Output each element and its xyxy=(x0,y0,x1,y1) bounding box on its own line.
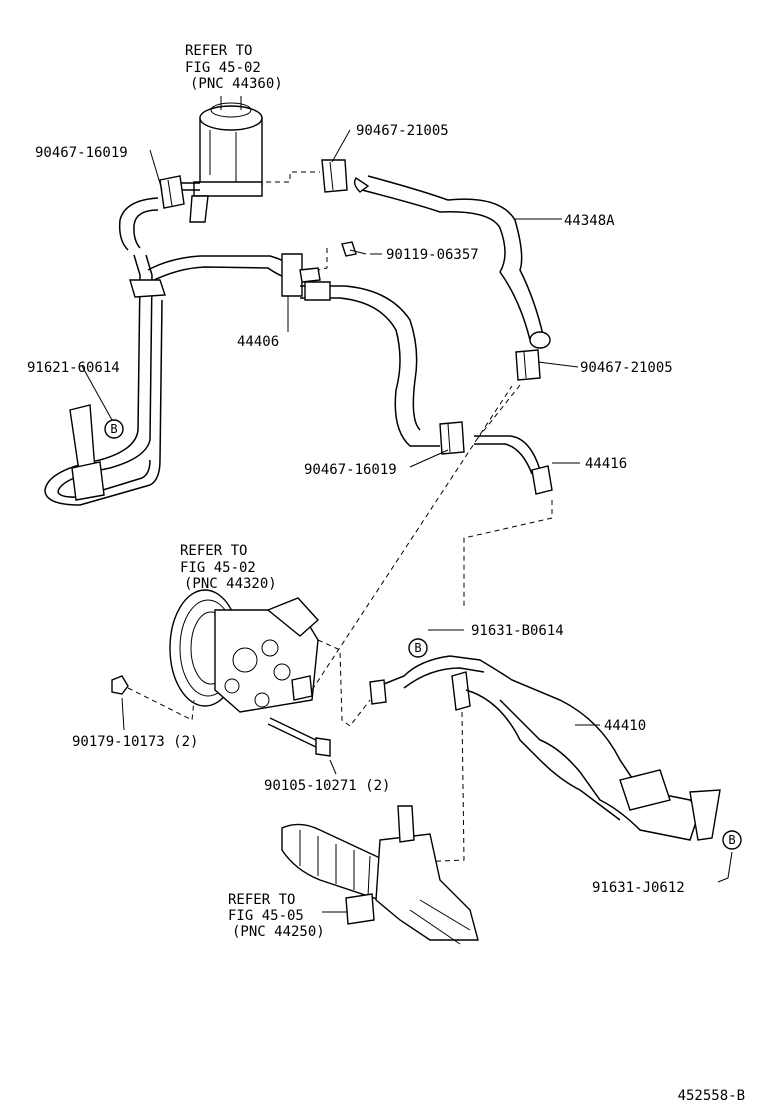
part-91621-60614: 91621-60614 xyxy=(27,360,120,376)
part-44348a: 44348A xyxy=(564,213,615,229)
leader-lines xyxy=(81,129,733,913)
nut-pump-illustration xyxy=(111,675,129,695)
ref-pump-line3: (PNC 44320) xyxy=(184,576,277,592)
leader-pump-pressure xyxy=(317,639,371,727)
leader-bolt-top xyxy=(317,248,328,271)
leader-pump-return xyxy=(311,385,513,691)
leader-44416 xyxy=(463,500,553,610)
part-90467-16019-top: 90467-16019 xyxy=(35,145,128,161)
hose-44348a-illustration xyxy=(353,175,551,349)
steering-gear-illustration xyxy=(281,805,479,945)
bolt-top-illustration xyxy=(341,241,367,257)
part-90179-10173: 90179-10173 (2) xyxy=(72,734,198,750)
diagram-code: 452558-B xyxy=(678,1088,745,1104)
part-90467-21005-mid: 90467-21005 xyxy=(580,360,673,376)
callout-b-left: B xyxy=(104,419,124,439)
clamp-top-right-illustration xyxy=(321,159,348,193)
part-91631-b0614: 91631-B0614 xyxy=(471,623,564,639)
ref-gear-line3: (PNC 44250) xyxy=(232,924,325,940)
tube-assembly-left xyxy=(44,197,440,506)
part-91631-j0612: 91631-J0612 xyxy=(592,880,685,896)
svg-text:B: B xyxy=(110,422,117,436)
leader-reservoir-clamp xyxy=(266,171,320,183)
svg-text:B: B xyxy=(414,641,421,655)
part-44416: 44416 xyxy=(585,456,627,472)
reservoir-illustration xyxy=(180,96,263,223)
part-90105-10271: 90105-10271 (2) xyxy=(264,778,390,794)
pump-reference: REFER TO FIG 45-02 (PNC 44320) xyxy=(180,543,277,592)
tube-44416-illustration xyxy=(474,435,553,495)
ref-reservoir-line3: (PNC 44360) xyxy=(190,76,283,92)
part-90467-16019-mid: 90467-16019 xyxy=(304,462,397,478)
clamp-top-left-illustration xyxy=(159,175,185,209)
callout-b-mid: B xyxy=(408,638,428,658)
hose-44410-illustration xyxy=(369,655,721,841)
part-90467-21005-top: 90467-21005 xyxy=(356,123,449,139)
part-90119-06357: 90119-06357 xyxy=(386,247,479,263)
callout-b-right: B xyxy=(722,830,742,850)
part-44406: 44406 xyxy=(237,334,279,350)
ref-reservoir-line2: FIG 45-02 xyxy=(185,60,261,76)
ref-reservoir-line1: REFER TO xyxy=(185,43,252,59)
clamp-mid-right-illustration xyxy=(515,349,541,381)
ref-gear-line2: FIG 45-05 xyxy=(228,908,304,924)
bolt-pump-illustration xyxy=(267,717,331,757)
svg-text:B: B xyxy=(728,833,735,847)
clamp-mid-illustration xyxy=(439,421,465,455)
pump-illustration xyxy=(169,589,319,713)
reservoir-reference: REFER TO FIG 45-02 (PNC 44360) xyxy=(185,43,283,92)
part-44410: 44410 xyxy=(604,718,646,734)
leader-nut xyxy=(127,687,195,721)
leader-mid-right xyxy=(477,384,521,439)
leader-44410-gear xyxy=(419,711,465,863)
gear-reference: REFER TO FIG 45-05 (PNC 44250) xyxy=(228,892,325,940)
ref-gear-line1: REFER TO xyxy=(228,892,295,908)
ref-pump-line2: FIG 45-02 xyxy=(180,560,256,576)
ref-pump-line1: REFER TO xyxy=(180,543,247,559)
